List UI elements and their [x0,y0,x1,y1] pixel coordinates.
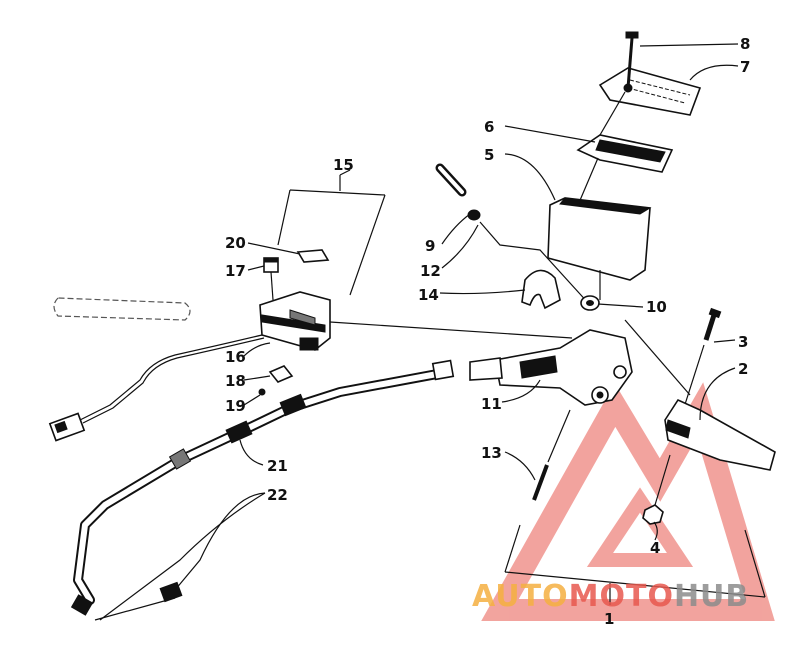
callout-17: 17 [225,262,246,280]
callout-5: 5 [484,146,494,164]
leader-lines [99,43,739,621]
bracket-1 [504,524,766,605]
clamp-14 [521,269,561,310]
callout-20: 20 [225,234,246,252]
lever-2 [624,319,776,471]
callout-2: 2 [738,360,748,378]
callout-1: 1 [604,610,614,628]
callout-21: 21 [267,457,288,475]
washer-10 [580,295,600,311]
callout-19: 19 [225,397,246,415]
svg-text:AUTOMOTOHUB: AUTOMOTOHUB [472,579,749,614]
screw-19 [258,388,266,396]
switch-housing-16 [259,291,331,351]
cover-7 [598,67,702,116]
clip-17 [263,257,279,301]
callout-22: 22 [267,486,288,504]
callout-13: 13 [481,444,502,462]
part-18 [268,365,294,383]
callout-8: 8 [740,35,750,53]
reservoir-5 [547,197,652,300]
callout-18: 18 [225,372,246,390]
plate-20 [296,249,330,263]
callout-15: 15 [333,156,354,174]
callout-10: 10 [646,298,667,316]
watermark-hub: HUB [674,579,749,614]
gasket-6 [576,134,674,206]
callout-labels: 1 2 3 4 5 6 7 8 9 10 11 12 13 14 15 16 1… [225,35,750,628]
callout-12: 12 [420,262,441,280]
callout-4: 4 [650,539,660,557]
callout-11: 11 [481,395,502,413]
nut-4 [642,454,671,525]
master-cylinder-11 [469,329,633,406]
callout-9: 9 [425,237,435,255]
bolt-13 [532,409,571,501]
wire-harness [48,334,265,442]
callout-16: 16 [225,348,246,366]
screw-8 [599,31,639,136]
watermark-auto: AUTO [472,579,569,614]
bracket-15 [277,175,386,296]
callout-6: 6 [484,118,494,136]
callout-3: 3 [738,333,748,351]
callout-7: 7 [740,58,750,76]
watermark-moto: MOTO [569,579,674,614]
handlebar-outline [53,297,191,321]
callout-14: 14 [418,286,439,304]
brake-hose [70,359,455,621]
watermark-text: AUTOMOTOHUB [472,579,749,614]
